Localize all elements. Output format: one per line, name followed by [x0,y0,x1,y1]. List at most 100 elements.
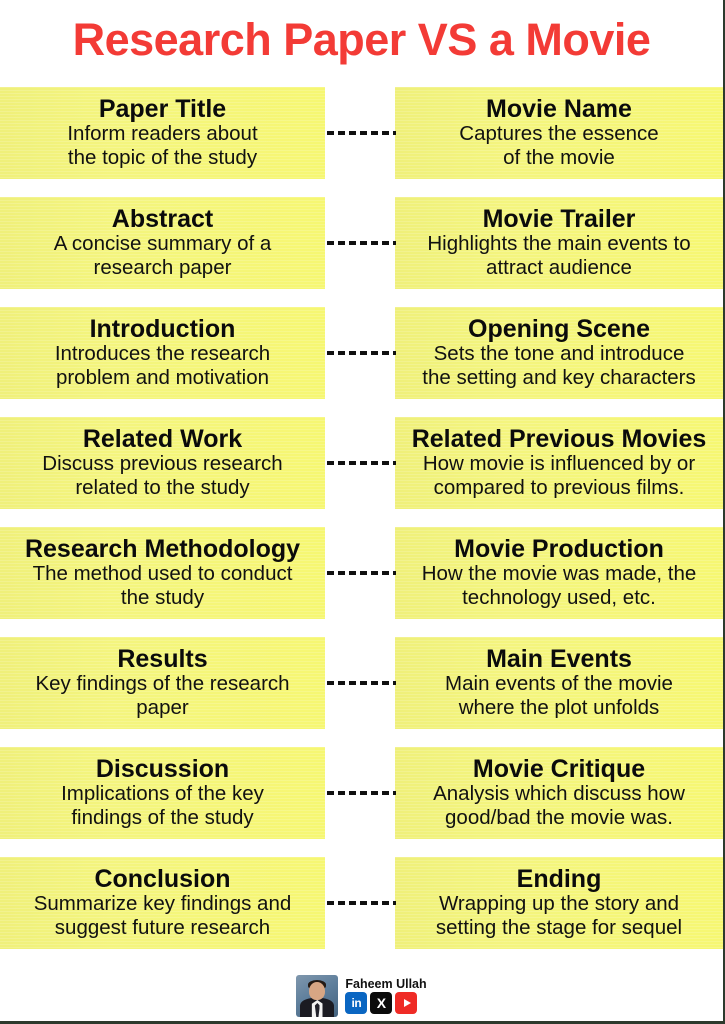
dashed-connector-icon [327,241,396,245]
cell-title: Discussion [95,754,230,783]
cell-title: Conclusion [94,864,231,893]
cell-description: How the movie was made, the technology u… [422,562,697,610]
linkedin-icon[interactable]: in [345,992,368,1015]
dashed-connector-icon [327,681,396,685]
title-bar: Research Paper VS a Movie [0,0,723,78]
cell-description: Key findings of the research paper [35,672,289,720]
desc-line: the topic of the study [67,146,258,170]
page-title: Research Paper VS a Movie [72,13,651,65]
cell-description: Analysis which discuss how good/bad the … [433,782,685,830]
desc-line: attract audience [486,256,632,280]
desc-line: Inform readers about [67,122,258,146]
paper-cell[interactable]: Abstract A concise summary of a research… [0,197,325,289]
cell-title: Research Methodology [24,534,301,563]
desc-line: the setting and key characters [422,366,696,390]
movie-cell[interactable]: Movie Name Captures the essence of the m… [395,87,723,179]
cell-title: Movie Critique [472,754,646,783]
movie-cell[interactable]: Ending Wrapping up the story and setting… [395,857,723,949]
cell-title: Movie Trailer [482,204,636,233]
desc-line: Main events of the movie [445,672,673,696]
dashed-connector-icon [327,571,396,575]
comparison-rows: Paper Title Inform readers about the top… [0,78,723,958]
cell-title: Opening Scene [468,314,650,343]
paper-cell[interactable]: Discussion Implications of the key findi… [0,747,325,839]
cell-title: Paper Title [98,94,227,123]
desc-line: good/bad the movie was. [445,806,673,830]
desc-line: research paper [93,256,232,280]
movie-cell[interactable]: Movie Production How the movie was made,… [395,527,723,619]
desc-line: The method used to conduct [32,562,293,586]
footer-info: Faheem Ullah in X [345,976,427,1015]
dashed-connector-icon [327,901,396,905]
social-links: in X [345,992,418,1015]
desc-line: Key findings of the research [35,672,290,696]
cell-title: Abstract [111,204,214,233]
desc-line: A concise summary of a [53,232,272,256]
comparison-row: Paper Title Inform readers about the top… [0,78,723,188]
avatar-tie [314,1003,320,1017]
paper-cell[interactable]: Related Work Discuss previous research r… [0,417,325,509]
comparison-row: Abstract A concise summary of a research… [0,188,723,298]
movie-cell[interactable]: Main Events Main events of the movie whe… [395,637,723,729]
desc-line: Highlights the main events to [427,232,691,256]
paper-cell[interactable]: Paper Title Inform readers about the top… [0,87,325,179]
desc-line: compared to previous films. [433,476,685,500]
cell-title: Introduction [89,314,236,343]
cell-description: Sets the tone and introduce the setting … [422,342,696,390]
desc-line: setting the stage for sequel [435,916,683,940]
paper-cell[interactable]: Results Key findings of the research pap… [0,637,325,729]
desc-line: Wrapping up the story and [438,892,680,916]
desc-line: Summarize key findings and [33,892,292,916]
cell-description: Captures the essence of the movie [459,122,658,170]
desc-line: where the plot unfolds [458,696,660,720]
movie-cell[interactable]: Opening Scene Sets the tone and introduc… [395,307,723,399]
dashed-connector-icon [327,461,396,465]
desc-line: problem and motivation [55,366,270,390]
desc-line: How the movie was made, the [421,562,697,586]
movie-cell[interactable]: Movie Trailer Highlights the main events… [395,197,723,289]
desc-line: technology used, etc. [462,586,656,610]
movie-cell[interactable]: Movie Critique Analysis which discuss ho… [395,747,723,839]
cell-title: Movie Name [486,94,632,123]
paper-cell[interactable]: Research Methodology The method used to … [0,527,325,619]
cell-title: Movie Production [454,534,664,563]
cell-description: Main events of the movie where the plot … [445,672,673,720]
comparison-row: Introduction Introduces the research pro… [0,298,723,408]
comparison-row: Related Work Discuss previous research r… [0,408,723,518]
desc-line: Discuss previous research [42,452,283,476]
cell-description: Discuss previous research related to the… [42,452,282,500]
desc-line: Introduces the research [54,342,271,366]
comparison-row: Results Key findings of the research pap… [0,628,723,738]
comparison-row: Conclusion Summarize key findings and su… [0,848,723,958]
play-triangle-icon [403,999,411,1008]
desc-line: Captures the essence [459,122,659,146]
desc-line: of the movie [503,146,615,170]
cell-description: A concise summary of a research paper [54,232,272,280]
cell-description: The method used to conduct the study [33,562,293,610]
comparison-row: Discussion Implications of the key findi… [0,738,723,848]
cell-description: Introduces the research problem and moti… [55,342,270,390]
paper-cell[interactable]: Introduction Introduces the research pro… [0,307,325,399]
youtube-icon[interactable] [395,992,418,1015]
desc-line: the study [120,586,205,610]
x-twitter-icon[interactable]: X [370,992,393,1015]
movie-cell[interactable]: Related Previous Movies How movie is inf… [395,417,723,509]
dashed-connector-icon [327,791,396,795]
desc-line: Sets the tone and introduce [433,342,685,366]
desc-line: paper [136,696,189,720]
comparison-row: Research Methodology The method used to … [0,518,723,628]
desc-line: suggest future research [54,916,271,940]
paper-cell[interactable]: Conclusion Summarize key findings and su… [0,857,325,949]
linkedin-label: in [351,996,362,1011]
cell-description: How movie is influenced by or compared t… [423,452,695,500]
cell-description: Summarize key findings and suggest futur… [34,892,292,940]
x-label: X [376,995,387,1012]
author-name: Faheem Ullah [345,976,427,991]
cell-title: Ending [516,864,602,893]
desc-line: related to the study [75,476,250,500]
cell-title: Related Work [82,424,243,453]
footer-credit: Faheem Ullah in X [0,971,723,1021]
desc-line: How movie is influenced by or [422,452,696,476]
desc-line: Analysis which discuss how [433,782,685,806]
